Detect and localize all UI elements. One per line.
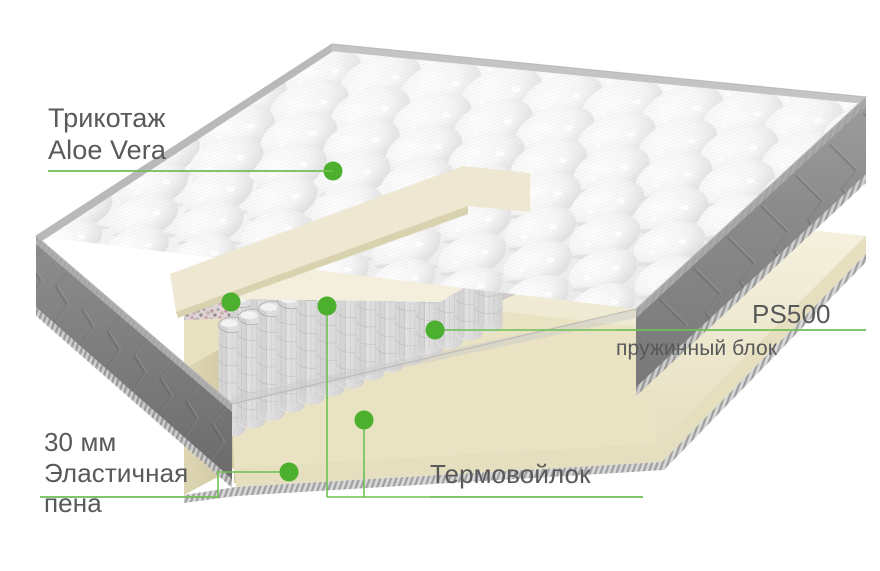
callout-label-elastic-foam: 30 мм Эластичная пена bbox=[44, 427, 188, 519]
dot-foam-edge bbox=[221, 292, 241, 312]
callout-label-spring-model: PS500 bbox=[752, 299, 831, 330]
dot-thermo-felt-upper bbox=[317, 296, 337, 316]
callout-label-knit-cover: Трикотаж Aloe Vera bbox=[48, 103, 166, 167]
dot-thermo-felt-lower bbox=[354, 410, 374, 430]
foam-label-line3: пена bbox=[44, 488, 102, 519]
callout-dots bbox=[221, 161, 445, 482]
knit-label-line1: Трикотаж bbox=[48, 103, 166, 133]
callout-label-thermo-felt: Термовойлок bbox=[430, 459, 591, 490]
foam-label-line1: 30 мм bbox=[44, 427, 117, 457]
spring-label-sub: пружинный блок bbox=[616, 337, 778, 360]
callout-label-spring-sub: пружинный блок bbox=[616, 337, 777, 362]
dot-spring-block bbox=[425, 320, 445, 340]
label-underlines bbox=[40, 170, 866, 498]
spring-label-model: PS500 bbox=[752, 299, 831, 329]
foam-label-line2: Эластичная bbox=[44, 457, 189, 488]
felt-label-line1: Термовойлок bbox=[430, 459, 591, 489]
dot-elastic-foam bbox=[279, 462, 299, 482]
knit-label-line2: Aloe Vera bbox=[48, 134, 166, 165]
cutaway-mask bbox=[170, 166, 530, 318]
